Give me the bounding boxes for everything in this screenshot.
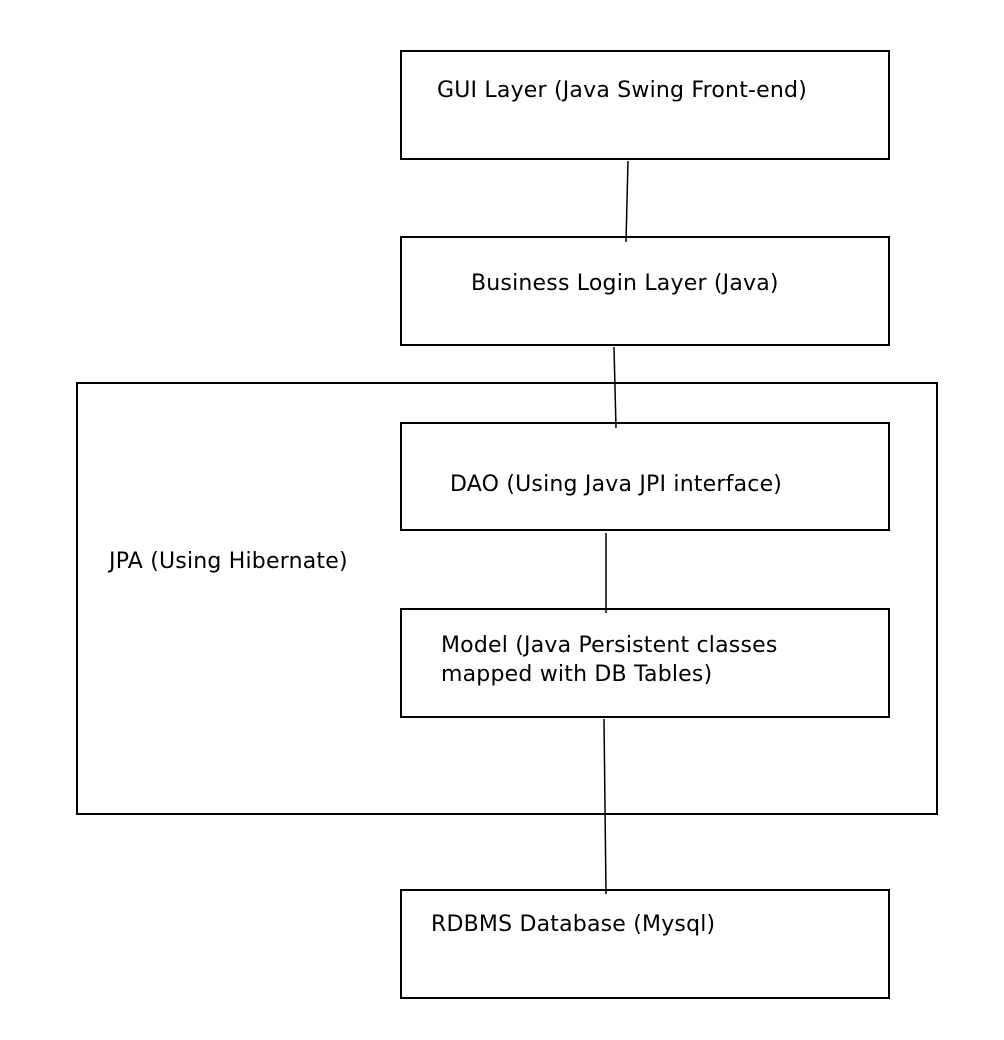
jpa-container-label: JPA (Using Hibernate): [109, 549, 348, 574]
connector-gui-business: [625, 160, 629, 243]
business-layer-box: [400, 236, 890, 346]
model-layer-label: Model (Java Persistent classes mapped wi…: [441, 631, 778, 689]
dao-layer-label: DAO (Using Java JPI interface): [450, 472, 783, 497]
gui-layer-label: GUI Layer (Java Swing Front-end): [437, 78, 807, 103]
jpa-container-box: [76, 382, 938, 815]
model-layer-label-line1: Model (Java Persistent classes: [441, 633, 778, 658]
model-layer-label-line2: mapped with DB Tables): [441, 662, 713, 687]
gui-layer-box: [400, 50, 890, 160]
database-label: RDBMS Database (Mysql): [431, 912, 716, 937]
dao-layer-box: [400, 422, 890, 531]
database-box: [400, 889, 890, 999]
business-layer-label: Business Login Layer (Java): [471, 271, 779, 296]
connector-model-database: [603, 718, 607, 895]
connector-business-dao: [613, 346, 617, 429]
model-layer-box: [400, 608, 890, 718]
